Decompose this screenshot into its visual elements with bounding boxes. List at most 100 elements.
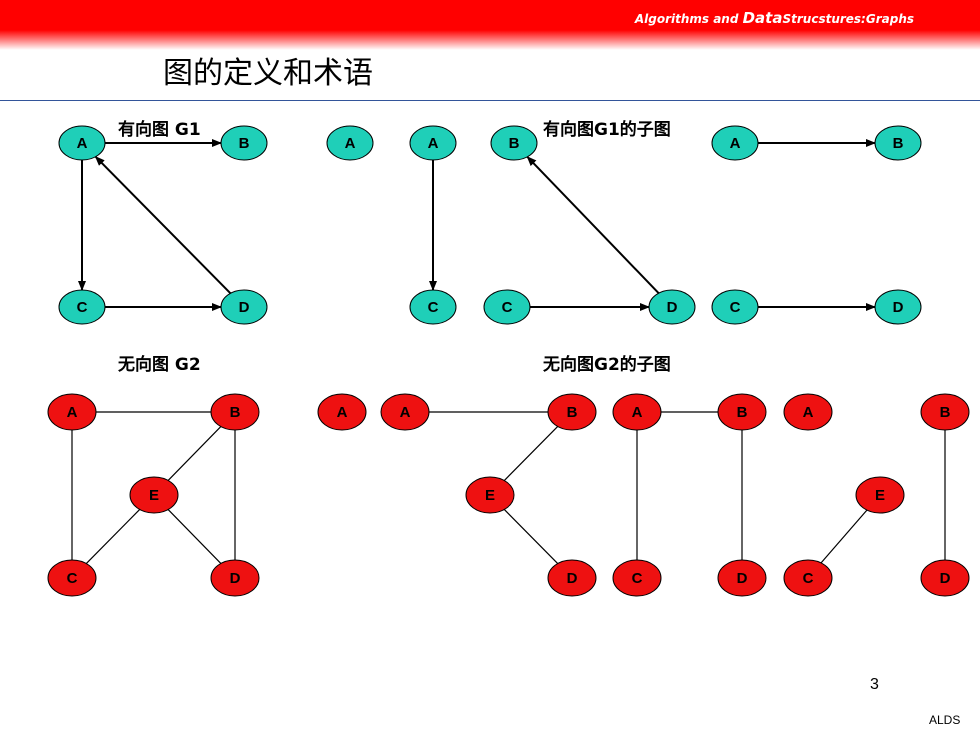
g2-node-C-shape <box>47 559 97 597</box>
g1-node-B: B <box>220 125 268 161</box>
g2-node-A: A <box>47 393 97 431</box>
g1-node-D-label: D <box>239 299 250 316</box>
g1-sub-4-node-A-shape <box>711 125 759 161</box>
g2-sub-4-node-B-shape <box>920 393 970 431</box>
page-number: 3 <box>870 676 879 693</box>
g2-sub-2-node-B-shape <box>547 393 597 431</box>
label-g2: 无向图 G2 <box>118 355 201 375</box>
g2-sub-2-node-E-label: E <box>485 487 495 504</box>
g2-sub-4-edge-E-C <box>820 509 868 564</box>
g2-sub-3-node-A-label: A <box>632 404 643 421</box>
g1-node-D: D <box>220 289 268 325</box>
g1-sub-4-node-D-shape <box>874 289 922 325</box>
g2-sub-4-node-B: B <box>920 393 970 431</box>
g2-sub-4-node-C-label: C <box>803 570 814 587</box>
g2-sub-2-node-B: B <box>547 393 597 431</box>
g2-node-C: C <box>47 559 97 597</box>
g2-sub-3-node-B-label: B <box>737 404 748 421</box>
g1-sub-4-node-B-shape <box>874 125 922 161</box>
page-title: 图的定义和术语 <box>163 56 373 91</box>
g1-sub-3-edge-D-B <box>526 156 660 294</box>
g1-sub-4-node-B: B <box>874 125 922 161</box>
g1-sub-3-node-C: C <box>483 289 531 325</box>
g1-sub-2-node-A: A <box>409 125 457 161</box>
g2-sub-2-node-B-label: B <box>567 404 578 421</box>
header-band <box>0 0 980 50</box>
g1-sub-1-node-A: A <box>326 125 374 161</box>
g1-sub-3-node-B-label: B <box>509 135 520 152</box>
g2-sub-2-node-A-label: A <box>400 404 411 421</box>
g1-node-A-label: A <box>77 135 88 152</box>
label-g1: 有向图 G1 <box>118 120 201 140</box>
g2-node-E-shape <box>129 476 179 514</box>
g1-sub-4-node-C-shape <box>711 289 759 325</box>
g1-node-B-label: B <box>239 135 250 152</box>
g2-sub-2-node-E-shape <box>465 476 515 514</box>
g2-sub-4-node-D: D <box>920 559 970 597</box>
g1-sub-4-node-D: D <box>874 289 922 325</box>
g1-node-C-label: C <box>77 299 88 316</box>
header-text-part: Algorithms and <box>634 12 743 26</box>
g2-sub-2-edge-B-E <box>503 426 559 481</box>
g2-sub-3-node-A-shape <box>612 393 662 431</box>
header-text-emphasis: Data <box>742 9 783 27</box>
g1-sub-3-node-D: D <box>648 289 696 325</box>
g2-sub-2-node-D-label: D <box>567 570 578 587</box>
g1-sub-3-node-B: B <box>490 125 538 161</box>
g2-edge-E-C <box>85 509 141 564</box>
g2-sub-3-node-C-label: C <box>632 570 643 587</box>
g2-sub-2-node-E: E <box>465 476 515 514</box>
g2-sub-4-node-A: A <box>783 393 833 431</box>
g1-node-C-shape <box>58 289 106 325</box>
header-text: Algorithms and DataStrucstures:Graphs <box>635 9 914 27</box>
g2-sub-1-node-A-label: A <box>337 404 348 421</box>
g2-node-B-shape <box>210 393 260 431</box>
g1-node-A: A <box>58 125 106 161</box>
g2-sub-4-node-B-label: B <box>940 404 951 421</box>
g2-node-B: B <box>210 393 260 431</box>
header-text-part: Strucstures:Graphs <box>782 12 914 26</box>
g2-sub-4-node-A-shape <box>783 393 833 431</box>
g2-sub-2-node-D-shape <box>547 559 597 597</box>
g1-sub-3-node-C-label: C <box>502 299 513 316</box>
g1-node-A-shape <box>58 125 106 161</box>
g2-sub-1-node-A-shape <box>317 393 367 431</box>
g2-sub-4-node-A-label: A <box>803 404 814 421</box>
g2-sub-3-node-D: D <box>717 559 767 597</box>
g2-edge-E-D <box>167 509 222 564</box>
g1-sub-3-node-D-shape <box>648 289 696 325</box>
g2-sub-3-node-C-shape <box>612 559 662 597</box>
label-g2-subgraphs: 无向图G2的子图 <box>543 355 671 375</box>
g1-sub-4-node-B-label: B <box>893 135 904 152</box>
g2-sub-4-node-E: E <box>855 476 905 514</box>
g1-sub-4-node-C-label: C <box>730 299 741 316</box>
g2-sub-4-node-C: C <box>783 559 833 597</box>
g1-sub-4-node-A: A <box>711 125 759 161</box>
g2-node-E: E <box>129 476 179 514</box>
g2-node-A-label: A <box>67 404 78 421</box>
g1-sub-4-node-C: C <box>711 289 759 325</box>
title-rule <box>0 100 980 101</box>
g1-node-B-shape <box>220 125 268 161</box>
g1-sub-3-node-C-shape <box>483 289 531 325</box>
g2-node-C-label: C <box>67 570 78 587</box>
g1-sub-2-node-C-label: C <box>428 299 439 316</box>
g1-sub-2-node-A-shape <box>409 125 457 161</box>
g2-node-E-label: E <box>149 487 159 504</box>
g1-edge-D-A <box>94 156 232 294</box>
g2-sub-1-node-A: A <box>317 393 367 431</box>
g2-sub-3-node-D-shape <box>717 559 767 597</box>
g2-sub-2-edge-E-D <box>503 509 559 564</box>
g2-sub-4-node-D-label: D <box>940 570 951 587</box>
g2-node-D: D <box>210 559 260 597</box>
g1-sub-3-node-B-shape <box>490 125 538 161</box>
g2-sub-3-node-A: A <box>612 393 662 431</box>
g2-sub-3-node-C: C <box>612 559 662 597</box>
g1-sub-2-node-A-label: A <box>428 135 439 152</box>
g1-sub-4-node-A-label: A <box>730 135 741 152</box>
g2-sub-3-node-B: B <box>717 393 767 431</box>
g1-sub-1-node-A-shape <box>326 125 374 161</box>
g2-sub-2-node-D: D <box>547 559 597 597</box>
footer-label: ALDS <box>929 713 961 727</box>
